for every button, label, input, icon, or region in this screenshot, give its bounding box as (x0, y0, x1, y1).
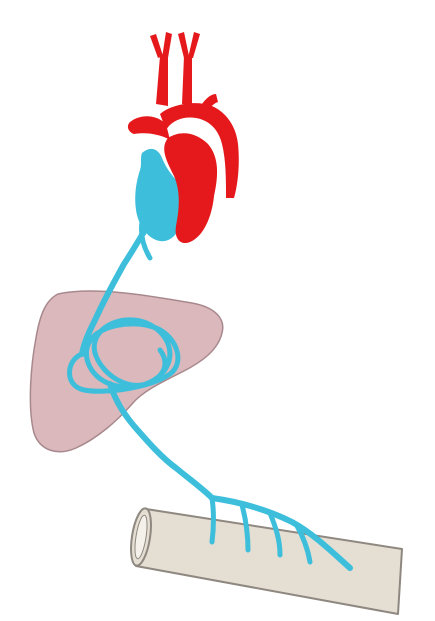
artery-right-fork-b (188, 32, 200, 58)
artery-left-fork-b (162, 32, 172, 58)
artery-left-main (156, 56, 168, 106)
artery-left-fork-a (150, 34, 163, 58)
portal-branch-1 (212, 498, 214, 542)
intestine (128, 507, 402, 614)
venous-channel (70, 222, 351, 568)
artery-right-main (182, 56, 192, 104)
artery-right-fork-a (178, 32, 189, 58)
intestine-tube (136, 509, 402, 614)
liver (30, 291, 222, 452)
